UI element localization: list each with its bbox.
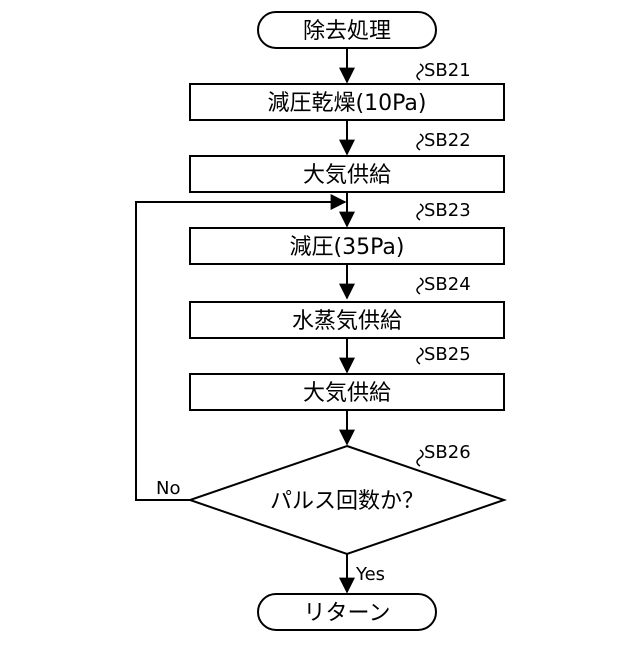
step-label-sb21: 減圧乾燥(10Pa): [268, 91, 427, 116]
step-id-sb25: SB25: [424, 344, 471, 365]
step-label-sb24: 水蒸気供給: [292, 309, 402, 334]
decision-label: パルス回数か？: [270, 489, 424, 514]
step-tag-squiggle: [417, 450, 423, 466]
step-label-sb25: 大気供給: [303, 381, 391, 406]
no-label: No: [156, 478, 180, 499]
step-tag-squiggle: [417, 348, 423, 364]
end-label: リターン: [304, 601, 391, 626]
step-id-sb24: SB24: [424, 274, 471, 295]
step-tag-squiggle: [417, 134, 423, 150]
step-id-sb22: SB22: [424, 130, 471, 151]
end-terminal: リターン: [258, 594, 436, 630]
yes-edge: Yes: [347, 554, 385, 592]
step-tag-squiggle: [417, 278, 423, 294]
step-label-sb23: 減圧(35Pa): [290, 235, 405, 260]
decision-sb26: SB26 パルス回数か？: [190, 442, 504, 554]
step-tag-squiggle: [417, 64, 423, 80]
start-label: 除去処理: [303, 19, 391, 44]
yes-label: Yes: [355, 564, 385, 585]
start-terminal: 除去処理: [258, 12, 436, 48]
step-tag-squiggle: [417, 204, 423, 220]
step-id-sb21: SB21: [424, 60, 471, 81]
step-label-sb22: 大気供給: [303, 163, 391, 188]
step-id-sb26: SB26: [424, 442, 471, 463]
step-id-sb23: SB23: [424, 200, 471, 221]
